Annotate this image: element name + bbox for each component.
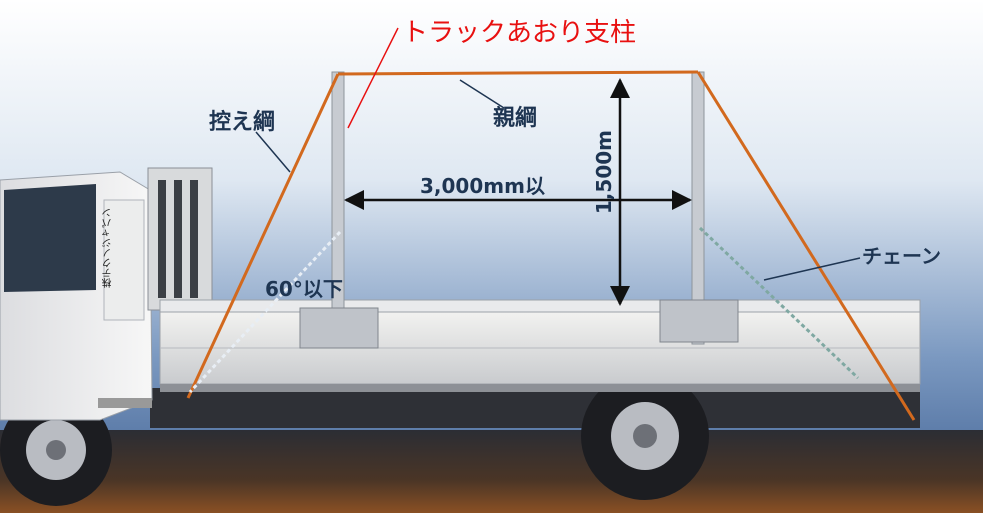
guy-rope-label: 控え綱 bbox=[209, 110, 276, 135]
right-guy-rope bbox=[696, 71, 916, 421]
left-guy-rope bbox=[186, 73, 340, 399]
left-chain bbox=[188, 230, 342, 394]
main-rope bbox=[337, 70, 699, 76]
right-post bbox=[659, 71, 739, 345]
main-rope-leader bbox=[459, 79, 505, 109]
cab-guard bbox=[147, 167, 213, 311]
guy-rope-leader bbox=[255, 131, 291, 173]
right-chain bbox=[698, 226, 860, 380]
chain-label: チェーン bbox=[862, 244, 941, 268]
angle-label: 60°以下 bbox=[265, 277, 343, 301]
left-post bbox=[299, 71, 379, 349]
main-rope-label: 親綱 bbox=[493, 106, 538, 131]
height-label: 1,500m bbox=[592, 130, 616, 215]
title-leader bbox=[347, 27, 399, 129]
rear-wheel bbox=[581, 372, 709, 500]
span-label: 3,000mm以 bbox=[420, 174, 545, 198]
truck-bed bbox=[159, 299, 921, 392]
title-label: トラックあおり支柱 bbox=[402, 18, 637, 48]
chain-leader bbox=[763, 257, 861, 281]
door-company-text: 株テクノジャパン bbox=[103, 208, 114, 288]
front-wheel bbox=[0, 394, 112, 506]
chassis bbox=[150, 388, 920, 428]
ground bbox=[0, 430, 983, 513]
truck-cabin bbox=[0, 171, 153, 421]
